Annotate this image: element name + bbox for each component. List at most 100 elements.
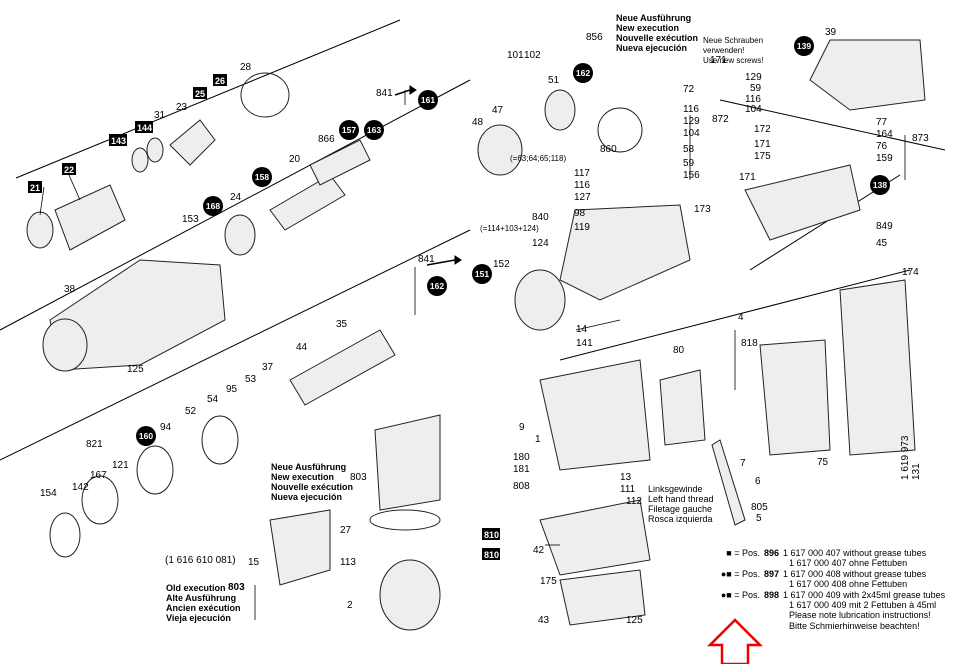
legend-text: 1 617 000 408 without grease tubes [783, 568, 927, 579]
note-line: Use new screws! [703, 56, 764, 65]
legend-pos: 897 [764, 568, 780, 579]
bearing-ref: (=63;64;65;118) [510, 154, 567, 163]
part-75: 75 [817, 457, 829, 468]
note-line: Rosca izquierda [648, 514, 713, 524]
part-866: 866 [318, 134, 335, 145]
square-marker [213, 74, 227, 86]
legend-row: 1 617 000 407 ohne Fettuben [690, 558, 945, 568]
part-163: 163 [367, 125, 381, 135]
part-98: 98 [574, 208, 586, 219]
gear-ref: (=114+103+124) [480, 224, 539, 233]
part-1: 1 [535, 434, 541, 445]
part-142: 142 [72, 482, 89, 493]
legend-symbol: ■ = Pos. [726, 548, 760, 558]
legend-row: Bitte Schmierhinweise beachten! [690, 621, 945, 631]
part-26: 26 [215, 76, 225, 86]
part-28: 28 [240, 62, 252, 73]
part-101: 101 [507, 50, 524, 61]
part-810a: 810 [484, 530, 499, 540]
part-113: 113 [340, 557, 356, 568]
part-43: 43 [538, 615, 550, 626]
note-line: New execution [271, 472, 335, 482]
part-152: 152 [493, 259, 510, 270]
part-20: 20 [289, 154, 301, 165]
part-159: 159 [876, 153, 893, 164]
old-execution-note: Old execution Alte Ausführung Ancien exé… [166, 583, 241, 623]
new-execution-note-mid: Neue Ausführung New execution Nouvelle e… [271, 462, 353, 502]
note-line: Old execution [166, 583, 226, 593]
part-171-c: 171 [739, 172, 756, 183]
part-7: 7 [740, 458, 746, 469]
leader-lines [39, 90, 906, 620]
part-9: 9 [519, 422, 525, 433]
part-104-top: 104 [745, 104, 762, 115]
part-810b: 810 [484, 550, 499, 560]
part-158: 158 [255, 172, 269, 182]
arrows [394, 85, 462, 266]
new-screws-note: Neue Schrauben verwenden! Use new screws… [703, 36, 763, 66]
square-marker [109, 134, 127, 146]
square-marker [62, 163, 76, 175]
part-143: 143 [111, 136, 126, 146]
part-102: 102 [524, 50, 541, 61]
part-841-mid: 841 [418, 254, 435, 265]
part-162: 162 [576, 68, 590, 78]
part-172: 172 [754, 124, 771, 135]
square-marker [28, 181, 42, 193]
legend-text: Bitte Schmierhinweise beachten! [789, 620, 920, 631]
note-line: Neue Schrauben [703, 36, 764, 45]
part-14: 14 [576, 324, 588, 335]
part-856: 856 [586, 32, 603, 43]
part-164: 164 [876, 129, 893, 140]
part-167: 167 [90, 470, 107, 481]
note-line: Vieja ejecución [166, 613, 231, 623]
note-line: Nueva ejecución [616, 43, 688, 53]
part-5: 5 [756, 513, 762, 524]
part-818: 818 [741, 338, 758, 349]
part-112: 112 [626, 496, 642, 507]
part-162-lower: 162 [430, 281, 444, 291]
part-841-top: 841 [376, 88, 393, 99]
new-execution-note-top: Neue Ausführung New execution Nouvelle e… [616, 13, 698, 53]
part-151: 151 [475, 269, 489, 279]
part-161: 161 [421, 95, 435, 105]
square-marker [482, 548, 500, 560]
part-139: 139 [797, 41, 811, 51]
part-121: 121 [112, 460, 129, 471]
legend-text: 1 617 000 407 without grease tubes [783, 548, 927, 558]
legend-row: 1 617 000 408 ohne Fettuben [690, 579, 945, 589]
part-175-b: 175 [540, 576, 557, 587]
part-53: 53 [245, 374, 257, 385]
part-873: 873 [912, 133, 929, 144]
part-72: 72 [683, 84, 695, 95]
armature-ref: (1 616 610 081) [165, 555, 236, 566]
red-highlight-arrow-icon [706, 618, 764, 664]
note-line: New execution [616, 23, 680, 33]
part-125-b: 125 [626, 615, 643, 626]
part-25: 25 [195, 89, 205, 99]
square-marker [482, 528, 500, 540]
part-156: 156 [683, 170, 700, 181]
legend-text: 1 617 000 407 ohne Fettuben [789, 558, 908, 569]
part-44: 44 [296, 342, 308, 353]
part-23: 23 [176, 102, 188, 113]
part-180: 180 [513, 452, 530, 463]
legend-text: 1 617 000 409 with 2x45ml grease tubes [783, 589, 946, 600]
legend-text: Please note lubrication instructions! [789, 610, 931, 621]
part-37: 37 [262, 362, 274, 373]
part-124: 124 [532, 238, 549, 249]
part-15: 15 [248, 557, 260, 568]
part-153: 153 [182, 214, 199, 225]
part-38: 38 [64, 284, 76, 295]
square-marker [135, 121, 153, 133]
part-42: 42 [533, 545, 545, 556]
part-39: 39 [825, 27, 837, 38]
part-174: 174 [902, 267, 919, 278]
part-171-b: 171 [754, 139, 771, 150]
bold-labels: 803 [228, 582, 245, 593]
part-141: 141 [576, 338, 593, 349]
part-58: 58 [683, 144, 695, 155]
